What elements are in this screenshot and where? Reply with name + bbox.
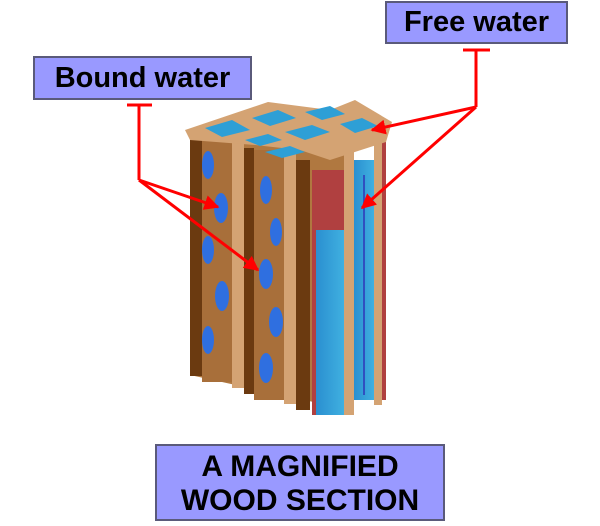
pit — [259, 353, 273, 383]
pit — [202, 151, 214, 179]
fiber-dark — [244, 148, 254, 394]
fiber-light — [284, 152, 296, 404]
pit — [269, 307, 283, 337]
top-cell-water — [245, 134, 282, 146]
top-cell-water — [265, 146, 305, 158]
bound-water-arrows — [127, 103, 260, 272]
pit — [214, 193, 228, 223]
top-cell-water — [252, 110, 296, 126]
title-line-2: WOOD SECTION — [180, 484, 420, 517]
bound-arrow-1 — [138, 178, 220, 210]
fiber-light — [344, 150, 354, 415]
free-arrow-2 — [360, 105, 477, 210]
pit — [202, 236, 214, 264]
free-water-label: Free water — [385, 1, 568, 44]
fiber-edge — [382, 135, 386, 400]
fiber-dark — [296, 160, 310, 410]
fiber-light — [374, 130, 382, 405]
top-cell-water — [285, 125, 330, 140]
free-water-lumen-1 — [316, 230, 344, 415]
top-cell-water — [305, 106, 345, 120]
title-line-1: A MAGNIFIED — [201, 450, 399, 483]
diagram-title: A MAGNIFIED WOOD SECTION — [155, 444, 445, 521]
pit — [215, 281, 229, 311]
wood-block — [185, 100, 392, 415]
fiber-dark — [190, 138, 202, 376]
pit — [260, 176, 272, 204]
bound-water-label: Bound water — [33, 56, 252, 100]
pit — [270, 218, 282, 246]
pit — [202, 326, 214, 354]
top-cell-water — [205, 120, 250, 137]
free-arrow-1 — [370, 105, 477, 135]
top-cell-water — [340, 118, 378, 133]
pit — [259, 259, 273, 289]
free-water-arrows — [360, 48, 490, 210]
fiber-light — [232, 140, 244, 388]
bound-arrow-2 — [138, 178, 260, 272]
